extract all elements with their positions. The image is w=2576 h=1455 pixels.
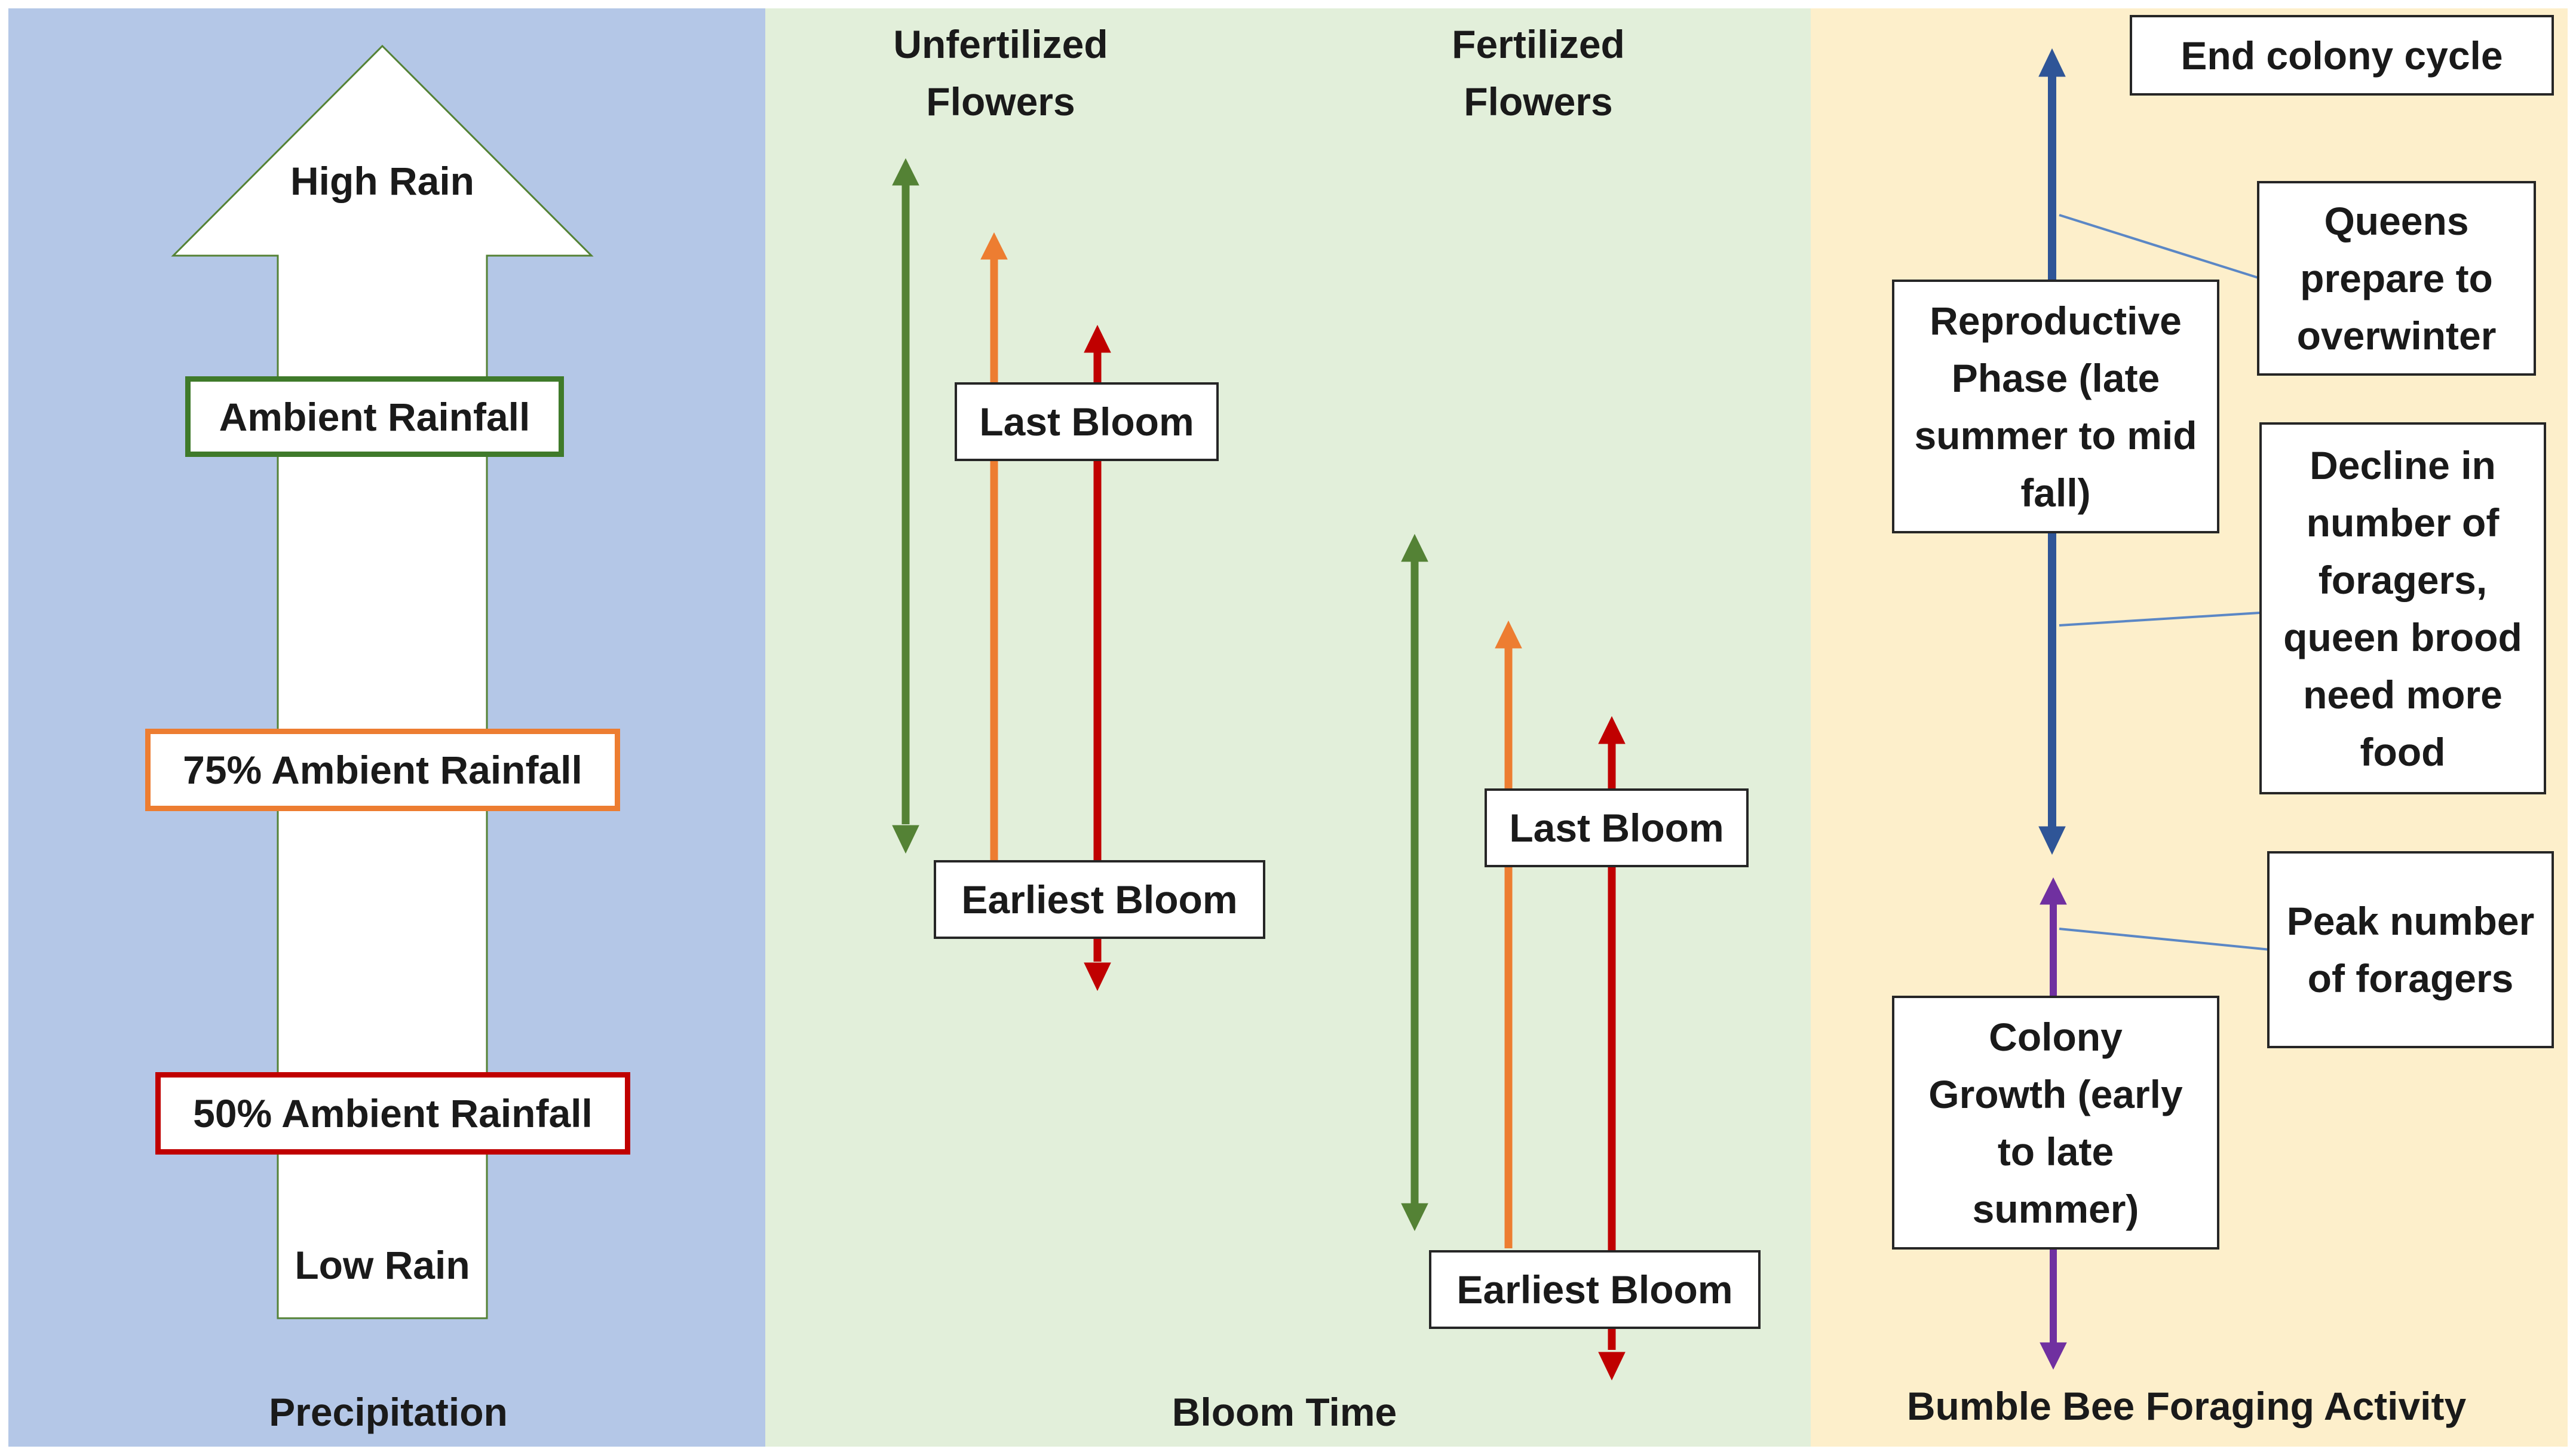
forager-decline-box: Decline in number of foragers, queen bro… (2259, 422, 2546, 794)
ambient-rainfall-box: Ambient Rainfall (185, 376, 564, 457)
end-colony-cycle-label: End colony cycle (2181, 33, 2503, 78)
bloom-time-panel (765, 8, 1811, 1447)
unfertilized-ambient-arrow (892, 158, 919, 854)
colony-growth-label: Colony Growth (early to late summer) (1928, 1014, 2183, 1231)
low-rain-label: Low Rain (295, 1243, 470, 1287)
fertilized-75-arrow (1495, 620, 1522, 1248)
bloom-time-panel-label: Bloom Time (1172, 1390, 1397, 1434)
bee-activity-panel-label: Bumble Bee Foraging Activity (1906, 1384, 2467, 1428)
forager-decline-label: Decline in number of foragers, queen bro… (2283, 443, 2522, 774)
end-colony-cycle-box: End colony cycle (2130, 15, 2554, 96)
queens-prepare-label: Queens prepare to overwinter (2296, 199, 2497, 358)
rainfall-50-label: 50% Ambient Rainfall (193, 1091, 593, 1135)
peak-connector (2059, 928, 2271, 951)
fertilized-flowers-title: Fertilized Flowers (1452, 22, 1625, 124)
unfertilized-75-arrow (980, 232, 1008, 863)
unfertilized-earliest-bloom-label: Earliest Bloom (961, 877, 1238, 922)
unfertilized-flowers-title: Unfertilized Flowers (893, 22, 1108, 124)
reproductive-phase-box: Reproductive Phase (late summer to mid f… (1892, 280, 2219, 533)
fertilized-last-bloom-label: Last Bloom (1509, 806, 1724, 850)
fertilized-ambient-arrow (1401, 533, 1428, 1232)
colony-growth-box: Colony Growth (early to late summer) (1892, 996, 2219, 1250)
precipitation-panel-label: Precipitation (269, 1390, 508, 1434)
rainfall-75-label: 75% Ambient Rainfall (183, 748, 582, 792)
reproductive-phase-label: Reproductive Phase (late summer to mid f… (1914, 298, 2197, 515)
unfertilized-earliest-bloom-box: Earliest Bloom (934, 860, 1265, 939)
rainfall-75-box: 75% Ambient Rainfall (145, 729, 620, 811)
precipitation-arrow (171, 44, 594, 1319)
high-rain-label: High Rain (290, 159, 474, 203)
unfertilized-last-bloom-box: Last Bloom (955, 382, 1219, 461)
unfertilized-last-bloom-label: Last Bloom (979, 400, 1194, 444)
rainfall-50-box: 50% Ambient Rainfall (155, 1072, 630, 1155)
ambient-rainfall-label: Ambient Rainfall (219, 394, 530, 439)
fertilized-earliest-bloom-box: Earliest Bloom (1429, 1250, 1761, 1329)
peak-foragers-label: Peak number of foragers (2286, 899, 2535, 1000)
peak-foragers-box: Peak number of foragers (2267, 851, 2554, 1048)
queens-prepare-box: Queens prepare to overwinter (2257, 181, 2536, 376)
fertilized-earliest-bloom-label: Earliest Bloom (1456, 1267, 1733, 1312)
fertilized-last-bloom-box: Last Bloom (1485, 788, 1749, 867)
decline-connector (2059, 612, 2260, 627)
queens-connector (2059, 214, 2259, 279)
